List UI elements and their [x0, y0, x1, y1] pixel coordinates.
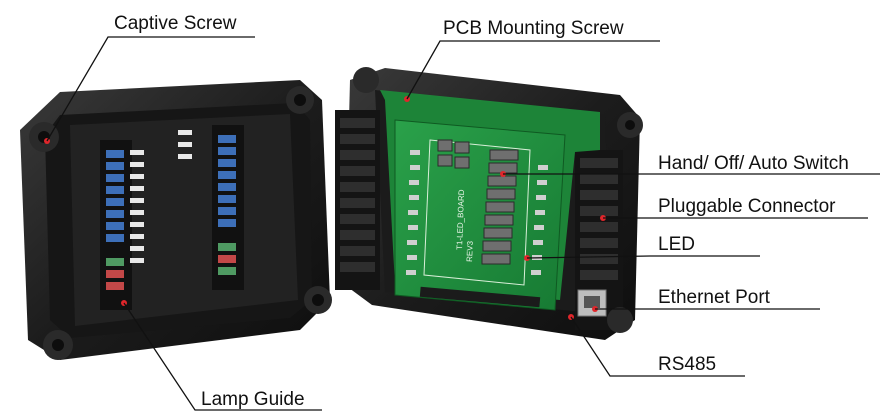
label-rs485: RS485: [658, 354, 717, 375]
leader-lines: [46, 36, 880, 411]
lid-housing: [20, 80, 332, 360]
label-hand-off-auto-switch: Hand/ Off/ Auto Switch: [658, 153, 849, 174]
label-led: LED: [658, 234, 695, 255]
pcb-silkscreen-rev: REV3: [465, 240, 475, 262]
main-pcb: T1-LED_BOARD REV3: [380, 90, 600, 311]
rs485-leader: [570, 316, 745, 377]
label-pluggable-connector: Pluggable Connector: [658, 196, 836, 217]
label-lamp-guide: Lamp Guide: [201, 389, 305, 410]
captive-screw-leader: [46, 36, 255, 142]
pcb-screw-leader: [406, 40, 660, 100]
lamp-guide-leader: [123, 302, 322, 411]
led-leader: [526, 255, 760, 259]
label-pcb-mounting-screw: PCB Mounting Screw: [443, 18, 624, 39]
label-ethernet-port: Ethernet Port: [658, 287, 770, 308]
label-captive-screw: Captive Screw: [114, 13, 237, 34]
pcb-silkscreen-board: T1-LED_BOARD: [455, 189, 466, 250]
